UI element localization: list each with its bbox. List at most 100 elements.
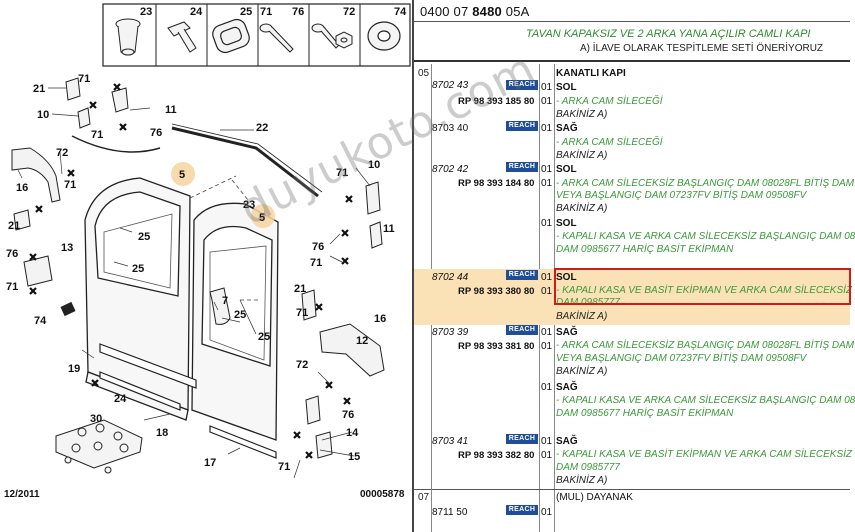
fitment-note: DAM 0985677 HARİÇ BASİT EKİPMAN <box>556 408 734 419</box>
row-heading: (MUL) DAYANAK <box>556 492 633 503</box>
side-label: SAĞ <box>556 436 578 447</box>
panel-divider <box>412 0 414 532</box>
catalogue-reference: 0400 07 8480 05A <box>420 4 530 19</box>
callout-72: 72 <box>56 147 68 159</box>
callout-25: 25 <box>138 231 150 243</box>
quantity: 01 <box>541 178 553 189</box>
callout-5: 5 <box>179 169 185 181</box>
part-number[interactable]: 8711 50 <box>432 507 468 518</box>
reach-badge: REACH <box>506 434 538 444</box>
legend-num-76: 76 <box>292 6 304 18</box>
selected-row-highlight[interactable] <box>414 269 850 325</box>
screw-icon-71 <box>259 23 294 53</box>
fitment-note: DAM 0985777 <box>556 297 620 308</box>
fitment-note: DAM 0985677 HARİÇ BASİT EKİPMAN <box>556 244 734 255</box>
callout-21: 21 <box>294 283 306 295</box>
callout-76: 76 <box>6 248 18 260</box>
callout-16: 16 <box>374 313 386 325</box>
legend-num-74: 74 <box>394 6 407 18</box>
callout-25: 25 <box>132 263 144 275</box>
side-label: SOL <box>556 164 577 175</box>
part-number[interactable]: 8702 43 <box>432 80 469 91</box>
quantity: 01 <box>541 96 553 107</box>
part-number[interactable]: 8703 40 <box>432 123 469 134</box>
rp-reference-selected[interactable]: RP 98 393 380 80 <box>458 286 535 297</box>
callout-22: 22 <box>256 122 268 134</box>
ref-prefix: 0400 07 <box>420 4 473 19</box>
rp-reference[interactable]: RP 98 393 381 80 <box>458 341 535 352</box>
title-rule <box>414 60 850 62</box>
callout-71: 71 <box>78 73 90 85</box>
side-label: SAĞ <box>556 123 578 134</box>
rp-reference[interactable]: RP 98 393 382 80 <box>458 450 535 461</box>
quantity: 01 <box>541 286 553 297</box>
see-note: BAKİNİZ A) <box>556 150 608 161</box>
side-label: SAĞ <box>556 327 578 338</box>
quantity: 01 <box>541 164 553 175</box>
row-heading: KANATLI KAPI <box>556 68 626 79</box>
fitment-note: - KAPALI KASA VE ARKA CAM SİLECEKSİZ BAŞ… <box>556 231 855 242</box>
washer-icon <box>367 21 401 51</box>
diagram-sheet-number: 00005878 <box>360 489 405 500</box>
see-note: BAKİNİZ A) <box>556 203 608 214</box>
legend-num-24: 24 <box>190 6 203 18</box>
part-number[interactable]: 8703 41 <box>432 436 469 447</box>
fitment-note: - ARKA CAM SİLECEĞİ <box>556 96 663 107</box>
callout-15: 15 <box>348 451 360 463</box>
screw-icon-76 <box>311 23 340 49</box>
fitment-note: - KAPALI KASA VE BASİT EKİPMAN VE ARKA C… <box>556 449 853 460</box>
diagram-canvas: 23 24 25 71 76 72 74 <box>6 3 411 479</box>
part-number-selected[interactable]: 8702 44 <box>432 272 469 283</box>
quantity: 01 <box>541 82 553 93</box>
callout-71: 71 <box>278 461 290 473</box>
legend-num-71: 71 <box>260 6 272 18</box>
section-number: 07 <box>418 492 430 503</box>
nut-icon <box>335 31 353 49</box>
quantity: 01 <box>541 272 553 283</box>
callout-11: 11 <box>165 104 177 116</box>
callout-21: 21 <box>33 83 45 95</box>
callout-16: 16 <box>16 182 28 194</box>
rp-reference[interactable]: RP 98 393 185 80 <box>458 96 535 107</box>
part-number[interactable]: 8703 39 <box>432 327 469 338</box>
legend-num-72: 72 <box>343 6 355 18</box>
column-rule <box>431 489 432 532</box>
callout-76: 76 <box>150 127 162 139</box>
callout-74: 74 <box>34 315 47 327</box>
callout-14: 14 <box>346 427 359 439</box>
callout-71: 71 <box>336 167 348 179</box>
reach-badge: REACH <box>506 270 538 280</box>
fitment-note: DAM 0985777 <box>556 462 620 473</box>
callout-12: 12 <box>356 335 368 347</box>
side-label: SOL <box>556 218 577 229</box>
fitment-note: - ARKA CAM SİLECEĞİ <box>556 137 663 148</box>
clip-assortment <box>55 419 143 474</box>
fitment-note: VEYA BAŞLANGIÇ DAM 07237FV BİTİŞ DAM 095… <box>556 190 807 201</box>
left-door-panel <box>84 177 191 421</box>
side-label: SOL <box>556 272 577 283</box>
part-number[interactable]: 8702 42 <box>432 164 469 175</box>
fitment-note: - KAPALI KASA VE ARKA CAM SİLECEKSİZ BAŞ… <box>556 395 855 406</box>
quantity: 01 <box>541 507 553 518</box>
callout-7: 7 <box>222 295 228 307</box>
diagram-date: 12/2011 <box>4 489 40 500</box>
reach-badge: REACH <box>506 80 538 90</box>
section-rule <box>414 489 850 490</box>
grommet-icon <box>115 18 141 56</box>
callout-30: 30 <box>90 413 102 425</box>
callout-71: 71 <box>6 281 18 293</box>
see-note: BAKİNİZ A) <box>556 475 608 486</box>
rp-reference[interactable]: RP 98 393 184 80 <box>458 178 535 189</box>
quantity: 01 <box>541 450 553 461</box>
callout-21: 21 <box>8 220 20 232</box>
quantity: 01 <box>541 341 553 352</box>
callout-25: 25 <box>258 331 270 343</box>
quantity: 01 <box>541 382 553 393</box>
quantity: 01 <box>541 123 553 134</box>
callout-23: 23 <box>243 199 255 211</box>
fitment-note: VEYA BAŞLANGIÇ DAM 07237FV BİTİŞ DAM 095… <box>556 353 807 364</box>
callout-17: 17 <box>204 457 216 469</box>
reach-badge: REACH <box>506 325 538 335</box>
see-note: BAKİNİZ A) <box>556 109 608 120</box>
callout-76: 76 <box>342 409 354 421</box>
